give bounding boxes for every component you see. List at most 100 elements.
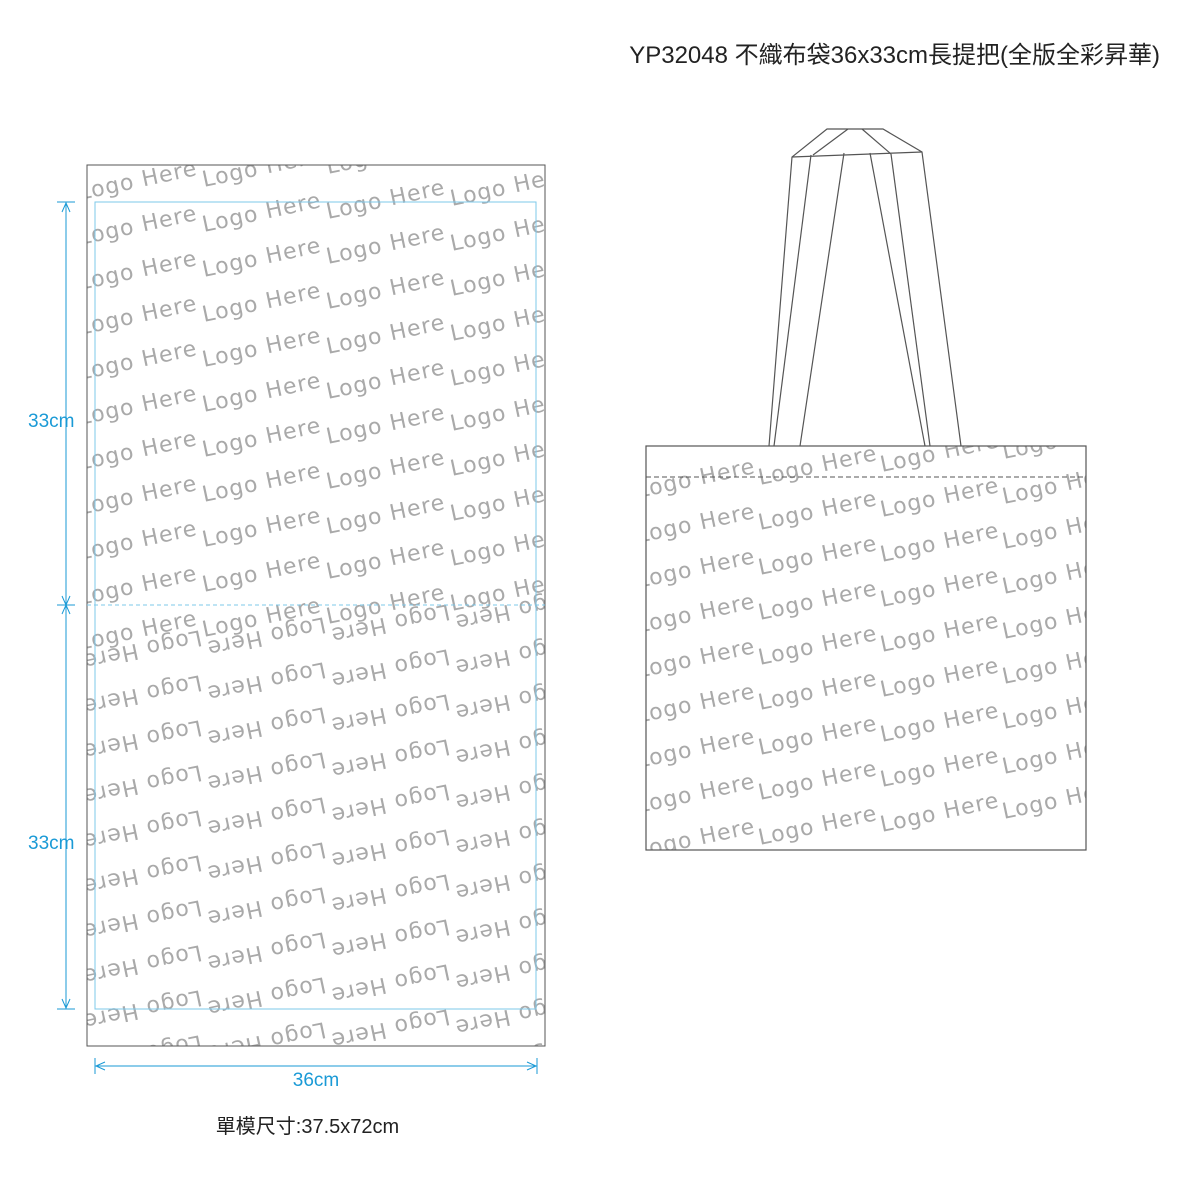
logo-here-text: Logo Here: [204, 791, 327, 841]
logo-here-text: Logo Here: [572, 329, 695, 379]
logo-here-text: Logo Here: [572, 239, 695, 289]
logo-here-text: Logo Here: [448, 477, 571, 527]
logo-here-text: Logo Here: [324, 400, 447, 450]
logo-here-text: Logo Here: [576, 977, 699, 1027]
logo-here-text: Logo Here: [1000, 460, 1123, 510]
logo-here-text: Logo Here: [200, 368, 323, 418]
logo-here-text: Logo Here: [328, 643, 451, 693]
logo-here-text: Logo Here: [572, 194, 695, 244]
logo-here-text: Logo Here: [756, 531, 879, 581]
logo-here-text: Logo Here: [1122, 717, 1181, 767]
logo-here-text: Logo Here: [80, 1029, 203, 1079]
logo-here-text: Logo Here: [878, 473, 1001, 523]
logo-here-text: Logo Here: [328, 868, 451, 918]
logo-here-text: Logo Here: [634, 454, 757, 504]
logo-here-text: Logo Here: [448, 432, 571, 482]
logo-here-text: Logo Here: [1122, 447, 1181, 497]
logo-here-text: Logo Here: [572, 149, 695, 199]
logo-here-text: Logo Here: [572, 374, 695, 424]
logo-here-text: Logo Here: [448, 342, 571, 392]
logo-here-text: Logo Here: [878, 563, 1001, 613]
logo-here-text: Logo Here: [756, 576, 879, 626]
logo-here-text: Logo Here: [448, 252, 571, 302]
logo-here-text: Logo Here: [200, 143, 323, 193]
logo-here-text: Logo Here: [576, 1022, 699, 1072]
logo-here-text: Logo Here: [756, 441, 879, 491]
logo-here-text: Logo Here: [756, 711, 879, 761]
logo-here-text: Logo Here: [200, 188, 323, 238]
logo-here-text: Logo Here: [80, 894, 203, 944]
logo-here-text: Logo Here: [634, 679, 757, 729]
logo-here-text: Logo Here: [328, 1003, 451, 1053]
logo-here-text: Logo Here: [1000, 730, 1123, 780]
logo-here-text: Logo Here: [634, 544, 757, 594]
logo-here-text: Logo Here: [1122, 492, 1181, 542]
logo-here-text: Logo Here: [878, 653, 1001, 703]
logo-here-text: Logo Here: [448, 207, 571, 257]
logo-here-text: Logo Here: [328, 958, 451, 1008]
logo-here-text: Logo Here: [878, 518, 1001, 568]
logo-here-text: Logo Here: [200, 323, 323, 373]
logo-here-text: Logo Here: [200, 413, 323, 463]
logo-here-text: Logo Here: [324, 535, 447, 585]
bag-body-outline: [645, 445, 1087, 851]
logo-here-text: Logo Here: [452, 810, 575, 860]
logo-here-text: Logo Here: [204, 701, 327, 751]
logo-here-text: Logo Here: [1000, 505, 1123, 555]
logo-here-text: Logo Here: [878, 788, 1001, 838]
logo-here-text: Logo Here: [756, 621, 879, 671]
logo-here-text: Logo Here: [756, 666, 879, 716]
logo-here-text: Logo Here: [76, 156, 199, 206]
logo-here-text: Logo Here: [204, 971, 327, 1021]
logo-here-text: Logo Here: [634, 769, 757, 819]
logo-here-text: Logo Here: [80, 714, 203, 764]
logo-here-text: Logo Here: [878, 743, 1001, 793]
logo-here-text: Logo Here: [324, 175, 447, 225]
logo-here-text: Logo Here: [1122, 537, 1181, 587]
logo-here-text: Logo Here: [878, 698, 1001, 748]
logo-here-text: Logo Here: [1000, 685, 1123, 735]
logo-here-text: Logo Here: [324, 490, 447, 540]
logo-here-text: Logo Here: [328, 733, 451, 783]
logo-here-text: Logo Here: [1000, 775, 1123, 825]
dimension-lines: [57, 201, 538, 1074]
logo-here-text: Logo Here: [1122, 762, 1181, 812]
logo-here-text: Logo Here: [328, 1048, 451, 1098]
logo-here-text: Logo Here: [452, 855, 575, 905]
logo-here-text: Logo Here: [324, 445, 447, 495]
logo-here-text: Logo Here: [452, 630, 575, 680]
logo-here-text: Logo Here: [80, 939, 203, 989]
logo-here-text: Logo Here: [80, 849, 203, 899]
logo-here-text: Logo Here: [452, 765, 575, 815]
logo-here-text: Logo Here: [1122, 402, 1181, 452]
height-bottom-dimension-label: 33cm: [28, 833, 75, 854]
logo-here-text: Logo Here: [1122, 582, 1181, 632]
logo-here-text: Logo Here: [200, 458, 323, 508]
logo-here-text: Logo Here: [448, 162, 571, 212]
logo-here-text: Logo Here: [1000, 415, 1123, 465]
logo-here-text: Logo Here: [878, 608, 1001, 658]
logo-here-text: Logo Here: [200, 503, 323, 553]
logo-here-text: Logo Here: [452, 990, 575, 1040]
mold-size-caption: 單模尺寸:37.5x72cm: [215, 1116, 400, 1138]
logo-here-text: Logo Here: [324, 220, 447, 270]
logo-here-text: Logo Here: [200, 548, 323, 598]
logo-here-text: Logo Here: [452, 945, 575, 995]
logo-here-text: Logo Here: [204, 1016, 327, 1066]
bag-handles: [768, 128, 962, 447]
logo-here-text: Logo Here: [452, 720, 575, 770]
logo-here-text: Logo Here: [572, 419, 695, 469]
logo-here-text: Logo Here: [324, 265, 447, 315]
logo-here-text: Logo Here: [328, 913, 451, 963]
logo-here-text: Logo Here: [328, 688, 451, 738]
logo-here-text: Logo Here: [324, 310, 447, 360]
logo-here-text: Logo Here: [204, 746, 327, 796]
logo-here-text: Logo Here: [1000, 550, 1123, 600]
logo-here-text: Logo Here: [80, 804, 203, 854]
logo-here-text: Logo Here: [452, 900, 575, 950]
